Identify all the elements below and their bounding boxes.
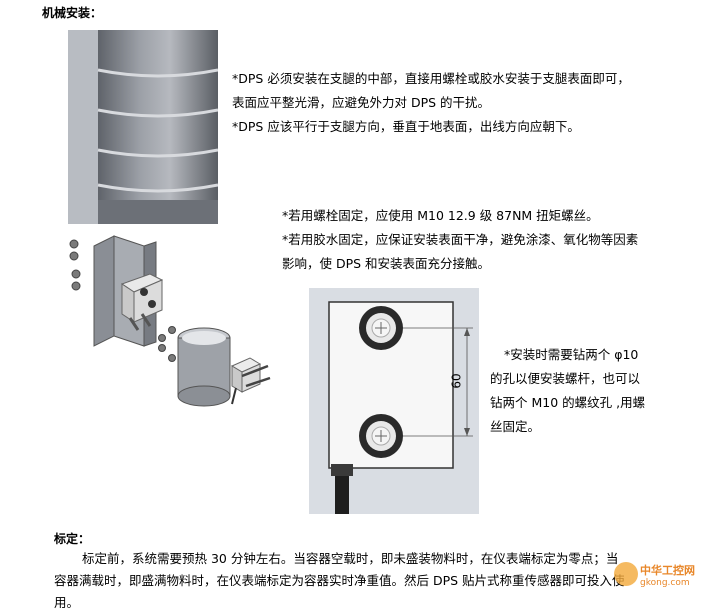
text-line: 表面应平整光滑，应避免外力对 DPS 的干扰。 xyxy=(232,95,491,110)
gear-icon xyxy=(614,562,638,586)
hole-spacing-drawing: 60 xyxy=(309,288,479,514)
text-line: *若用胶水固定，应保证安装表面干净，避免涂漆、氧化物等因素 xyxy=(282,232,639,247)
calibration-text: 标定前，系统需要预热 30 分钟左右。当容器空载时，即未盛装物料时，在仪表端标定… xyxy=(54,548,625,614)
install-instructions-1: *DPS 必须安装在支腿的中部，直接用螺栓或胶水安装于支腿表面即可， 表面应平整… xyxy=(232,67,630,139)
text-line: *若用螺栓固定，应使用 M10 12.9 级 87NM 扭矩螺丝。 xyxy=(282,208,599,223)
text-line: 钻两个 M10 的螺纹孔 ,用螺 xyxy=(490,395,646,410)
text-line: *DPS 必须安装在支腿的中部，直接用螺栓或胶水安装于支腿表面即可， xyxy=(232,71,630,86)
text-line: 用。 xyxy=(54,595,80,610)
text-line: *安装时需要钻两个 φ10 xyxy=(504,347,639,362)
support-leg-photo xyxy=(68,30,219,224)
section-heading-calibration: 标定： xyxy=(54,532,91,546)
watermark-url: gkong.com xyxy=(640,578,690,588)
text-line: *DPS 应该平行于支腿方向，垂直于地表面，出线方向应朝下。 xyxy=(232,119,580,134)
text-line: 标定前，系统需要预热 30 分钟左右。当容器空载时，即未盛装物料时，在仪表端标定… xyxy=(82,551,619,566)
section-heading-mechanical: 机械安装： xyxy=(42,6,103,20)
text-line: 影响，使 DPS 和安装表面充分接触。 xyxy=(282,256,491,271)
text-line: 丝固定。 xyxy=(490,419,541,434)
text-line: 容器满载时，即盛满物料时，在仪表端标定为容器实时净重值。然后 DPS 贴片式称重… xyxy=(54,573,625,588)
install-instructions-3: *安装时需要钻两个 φ10 的孔以便安装螺杆，也可以 钻两个 M10 的螺纹孔 … xyxy=(490,343,645,439)
dimension-label: 60 xyxy=(449,373,464,389)
watermark-title: 中华工控网 xyxy=(640,564,695,577)
text-line: 的孔以便安装螺杆，也可以 xyxy=(490,371,641,386)
watermark-logo: 中华工控网 gkong.com xyxy=(614,560,718,610)
assembly-illustration xyxy=(64,226,274,416)
install-instructions-2: *若用螺栓固定，应使用 M10 12.9 级 87NM 扭矩螺丝。 *若用胶水固… xyxy=(282,204,638,276)
